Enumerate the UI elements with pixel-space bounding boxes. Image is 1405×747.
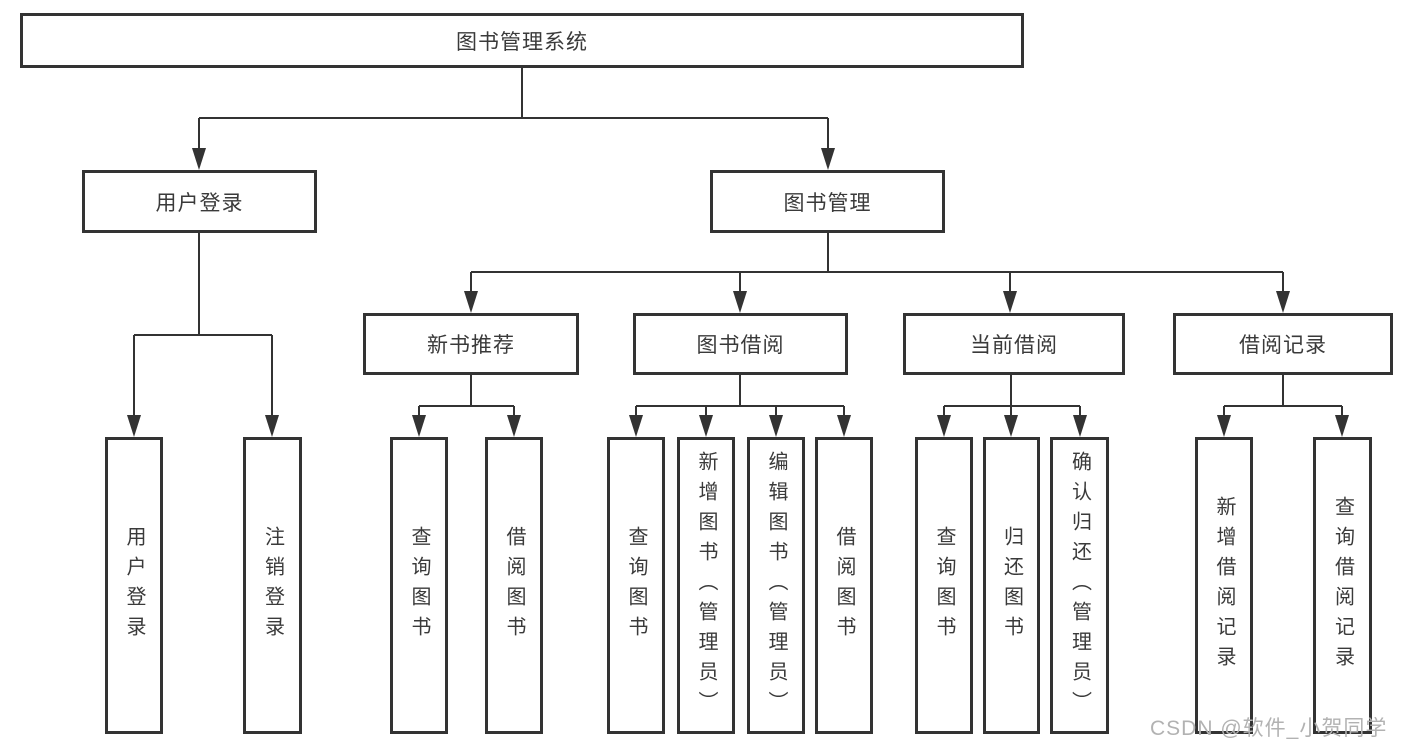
node-book-borrowing-label: 图书借阅 [696,334,785,357]
arrow-down-icon [265,415,279,437]
leaf-return-books: 归还图书 [983,437,1040,734]
leaf-logout: 注销登录 [243,437,302,734]
leaf-confirm-return-admin: 确认归还（管理员） [1050,437,1109,734]
node-new-book-recommend-label: 新书推荐 [427,334,515,357]
arrow-down-icon [821,148,835,170]
leaf-return-books-label: 归还图书 [1000,525,1023,646]
arrow-down-icon [629,415,643,437]
arrow-down-icon [1335,415,1349,437]
arrow-down-icon [464,291,478,313]
node-new-book-recommend: 新书推荐 [363,313,579,375]
connector-borrowing-records [1223,375,1343,431]
node-current-borrowing: 当前借阅 [903,313,1125,375]
arrow-down-icon [733,291,747,313]
leaf-query-books: 查询图书 [390,437,448,734]
arrow-down-icon [412,415,426,437]
leaf-confirm-return-admin-label: 确认归还（管理员） [1068,450,1091,721]
leaf-query-books: 查询图书 [607,437,665,734]
connector-user-login [133,233,273,431]
arrow-down-icon [837,415,851,437]
arrow-down-icon [699,415,713,437]
leaf-borrow-books-label: 借阅图书 [833,525,855,646]
connector-root [198,68,829,164]
node-user-login: 用户登录 [82,170,317,233]
leaf-add-borrow-record: 新增借阅记录 [1195,437,1253,734]
leaf-borrow-books: 借阅图书 [485,437,543,734]
leaf-add-borrow-record-label: 新增借阅记录 [1213,495,1235,676]
arrow-down-icon [192,148,206,170]
leaf-query-books: 查询图书 [915,437,973,734]
leaf-query-books-label: 查询图书 [933,525,955,646]
connector-book-management [470,233,1284,307]
node-borrowing-records: 借阅记录 [1173,313,1393,375]
node-root-label: 图书管理系统 [456,30,588,54]
node-book-management-label: 图书管理 [783,191,872,215]
arrow-down-icon [1004,415,1018,437]
arrow-down-icon [937,415,951,437]
node-book-management: 图书管理 [710,170,945,233]
node-borrowing-records-label: 借阅记录 [1239,334,1327,357]
leaf-borrow-books: 借阅图书 [815,437,873,734]
leaf-user-login-label: 用户登录 [123,525,145,646]
leaf-edit-books-admin: 编辑图书（管理员） [747,437,805,734]
arrow-down-icon [127,415,141,437]
arrow-down-icon [1276,291,1290,313]
leaf-borrow-books-label: 借阅图书 [503,525,525,646]
leaf-edit-books-admin-label: 编辑图书（管理员） [765,450,787,721]
arrowheads [127,148,1349,437]
leaf-query-books-label: 查询图书 [408,525,430,646]
watermark: CSDN @软件_小贺同学 [1150,717,1388,740]
arrow-down-icon [769,415,783,437]
leaf-query-borrow-record-label: 查询借阅记录 [1331,495,1354,676]
node-root: 图书管理系统 [20,13,1024,68]
arrow-down-icon [507,415,521,437]
connector-book-borrowing [635,375,845,431]
leaf-logout-label: 注销登录 [261,525,284,646]
connector-paths [133,68,1343,431]
leaf-add-books-admin: 新增图书（管理员） [677,437,735,734]
node-book-borrowing: 图书借阅 [633,313,848,375]
node-user-login-label: 用户登录 [155,191,244,215]
node-current-borrowing-label: 当前借阅 [970,334,1058,357]
leaf-query-borrow-record: 查询借阅记录 [1313,437,1372,734]
arrow-down-icon [1217,415,1231,437]
leaf-user-login: 用户登录 [105,437,163,734]
leaf-add-books-admin-label: 新增图书（管理员） [695,450,717,721]
leaf-query-books-label: 查询图书 [625,525,647,646]
arrow-down-icon [1073,415,1087,437]
arrow-down-icon [1003,291,1017,313]
connector-new-book-recommend [418,375,515,431]
